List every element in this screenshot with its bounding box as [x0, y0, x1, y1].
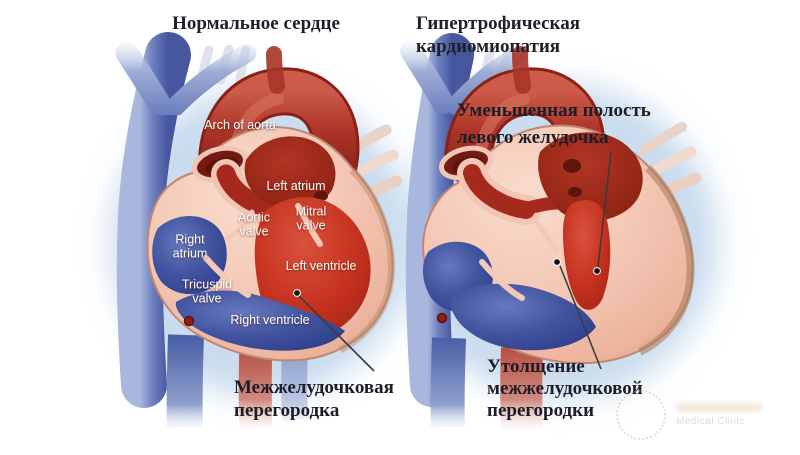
aorta-branch-stub-hcm: [512, 46, 531, 94]
hcm-heart-title: Гипертрофическая кардиомиопатия: [416, 13, 580, 57]
vena-cava-branch-left-hcm: [400, 40, 454, 114]
pointer-line-thickened-septum: [559, 265, 602, 370]
pointer-dots: [293, 258, 601, 297]
right-ventricle-cavity-hcm: [450, 283, 596, 351]
pointer-line-septum-normal: [298, 295, 375, 372]
right-atrium-cavity: [152, 216, 227, 295]
annotation-reduced-cavity: Уменьшенная полость левого желудочка: [457, 100, 651, 148]
vena-cava-branch-right: [162, 43, 257, 120]
pointer-dot-thickened-septum: [553, 258, 561, 266]
coronary-artery-dot: [183, 315, 195, 327]
normal-heart-illustration: [115, 32, 403, 429]
pulmonary-vein-opening-hcm-2: [568, 187, 582, 197]
pointer-dot-reduced-cavity: [593, 267, 601, 275]
pointer-lines: [293, 151, 612, 372]
vena-cava-branch-left: [115, 41, 172, 117]
valve-leaflets-left: [203, 203, 323, 298]
normal-heart-title: Нормальное сердце: [172, 13, 340, 34]
descending-vein-hcm: [430, 337, 466, 429]
descending-aorta-hcm: [500, 347, 543, 431]
aortic-channel-hcm: [463, 164, 535, 219]
left-atrium-cavity: [244, 136, 336, 209]
aorta-branch-stub: [266, 46, 285, 94]
right-edge-shading: [338, 167, 395, 354]
coronary-artery-dot-hcm: [436, 312, 448, 324]
annotation-thickened-septum: Утолщение межжелудочковой перегородки: [487, 356, 643, 421]
descending-vein: [166, 334, 204, 429]
valve-leaflets-hcm: [479, 219, 559, 301]
right-edge-shading-hcm: [638, 165, 695, 356]
annotation-septum-normal: Межжелудочковая перегородка: [234, 377, 394, 421]
hcm-heart-illustration: [400, 33, 702, 431]
right-ventricle-cavity: [175, 290, 345, 351]
pulmonary-vein-opening-hcm-1: [563, 159, 581, 173]
pointer-dot-septum-normal: [293, 289, 301, 297]
pointer-line-reduced-cavity: [597, 151, 612, 268]
reduced-left-ventricle-cavity: [563, 200, 611, 310]
left-atrium-cavity-hcm: [538, 132, 643, 222]
pulmonary-vein-opening: [314, 191, 328, 201]
